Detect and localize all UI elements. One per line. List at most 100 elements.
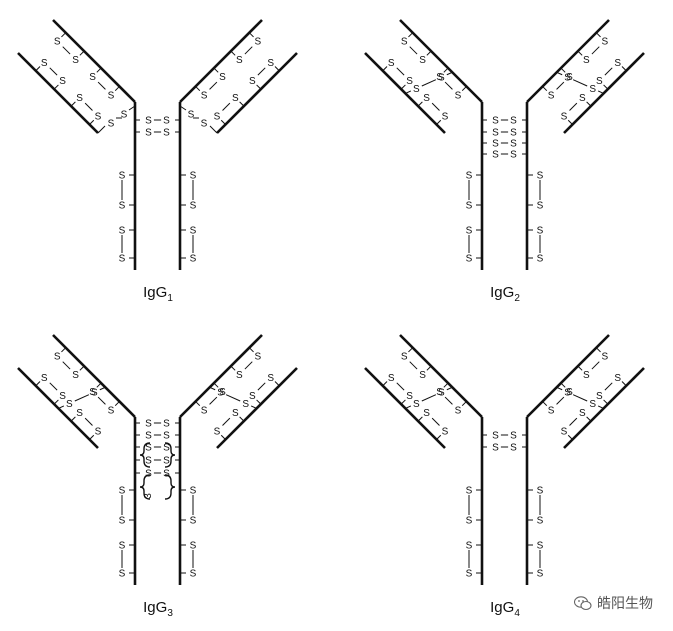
- bond-stub: [400, 399, 406, 405]
- intra-chain-bond: SS: [35, 58, 66, 90]
- intra-chain-bond: SS: [214, 93, 245, 125]
- bond-stub: [179, 105, 187, 111]
- sulfur-label: S: [119, 486, 126, 497]
- intra-chain-bond: SS: [54, 347, 85, 381]
- sulfur-label: S: [119, 226, 126, 237]
- sulfur-label: S: [145, 443, 152, 454]
- sulfur-label: S: [438, 388, 445, 399]
- antibody-label: IgG2: [490, 284, 520, 304]
- intra-chain-bond: SS: [195, 67, 226, 101]
- light-chain-right: [216, 52, 298, 134]
- bond-stub: [400, 84, 406, 90]
- bond-dash: [74, 394, 90, 402]
- bond-stub: [220, 119, 226, 125]
- sulfur-label: S: [190, 171, 197, 182]
- bond-dash: [84, 417, 93, 426]
- bond-stub: [209, 125, 218, 134]
- bond-stub: [417, 416, 423, 422]
- hinge-repeat-count: 3: [143, 493, 154, 499]
- sulfur-label: S: [145, 431, 152, 442]
- bond-stub: [556, 386, 563, 391]
- sulfur-label: S: [59, 76, 66, 87]
- sulfur-label: S: [537, 516, 544, 527]
- sulfur-label: S: [89, 387, 96, 398]
- bond-dash: [572, 394, 588, 402]
- sulfur-label: S: [510, 116, 517, 127]
- bond-stub: [53, 84, 59, 90]
- bond-stub: [443, 67, 449, 73]
- sulfur-label: S: [190, 541, 197, 552]
- bond-stub: [53, 399, 59, 405]
- sulfur-label: S: [566, 387, 573, 398]
- sulfur-label: S: [401, 37, 408, 48]
- sulfur-label: S: [583, 370, 590, 381]
- antibody-label-subscript: 2: [514, 293, 520, 304]
- sulfur-label: S: [601, 352, 608, 363]
- intra-chain-bond: SS: [249, 373, 280, 405]
- bond-stub: [436, 119, 442, 125]
- light-heavy-bond-right: SS: [179, 105, 218, 134]
- tail-disulfide-bond: SS: [466, 226, 482, 265]
- sulfur-label: S: [201, 119, 208, 130]
- sulfur-label: S: [76, 93, 83, 104]
- bond-dash: [421, 394, 437, 402]
- intra-chain-bond: SS: [436, 382, 467, 416]
- sulfur-label: S: [89, 72, 96, 83]
- bond-stub: [586, 416, 592, 422]
- bond-dash: [421, 79, 437, 87]
- bond-stub: [35, 66, 41, 72]
- intra-chain-bond: SS: [417, 93, 449, 125]
- bond-dash: [257, 382, 266, 391]
- tail-disulfide-bond: SS: [527, 226, 544, 265]
- sulfur-label: S: [564, 73, 571, 84]
- sulfur-label: S: [108, 119, 115, 130]
- bond-dash: [222, 417, 231, 426]
- sulfur-label: S: [214, 427, 221, 438]
- intra-chain-bond: SS: [249, 58, 280, 90]
- sulfur-label: S: [466, 226, 473, 237]
- bond-dash: [556, 396, 565, 405]
- bond-stub: [61, 32, 67, 38]
- antibody-label-name: IgG: [143, 599, 167, 616]
- sulfur-label: S: [254, 352, 261, 363]
- sulfur-label: S: [145, 128, 152, 139]
- bond-dash: [431, 417, 440, 426]
- sulfur-label: S: [72, 370, 79, 381]
- sulfur-label: S: [121, 110, 128, 121]
- intra-chain-bond: SS: [214, 408, 245, 440]
- bond-dash: [569, 102, 578, 111]
- tail-disulfide-bond: SS: [466, 171, 482, 212]
- sulfur-label: S: [438, 73, 445, 84]
- tail-disulfide-bond: SS: [119, 541, 135, 580]
- sulfur-label: S: [466, 171, 473, 182]
- sulfur-label: S: [466, 569, 473, 580]
- heavy-chain-left-arm: [399, 334, 483, 418]
- antibody-label-name: IgG: [490, 599, 514, 616]
- bond-stub: [621, 66, 627, 72]
- sulfur-label: S: [537, 226, 544, 237]
- bond-dash: [572, 79, 588, 87]
- bond-dash: [244, 361, 253, 370]
- sulfur-label: S: [190, 516, 197, 527]
- bond-stub: [209, 386, 216, 391]
- sulfur-label: S: [537, 171, 544, 182]
- antibody-label-name: IgG: [490, 284, 514, 301]
- bond-stub: [603, 84, 609, 90]
- intra-chain-bond: SS: [577, 347, 608, 381]
- bond-stub: [248, 32, 254, 38]
- light-chain-left: [364, 52, 446, 134]
- bond-stub: [556, 71, 563, 76]
- heavy-chain-left-arm: [52, 19, 136, 103]
- sulfur-label: S: [466, 201, 473, 212]
- light-chain-right: [563, 367, 645, 449]
- bond-stub: [248, 347, 254, 353]
- bond-stub: [99, 386, 106, 391]
- antibody-label-subscript: 4: [514, 608, 520, 619]
- bond-stub: [542, 401, 548, 407]
- heavy-chain-right-arm: [179, 19, 263, 103]
- bond-stub: [89, 119, 95, 125]
- sulfur-label: S: [492, 116, 499, 127]
